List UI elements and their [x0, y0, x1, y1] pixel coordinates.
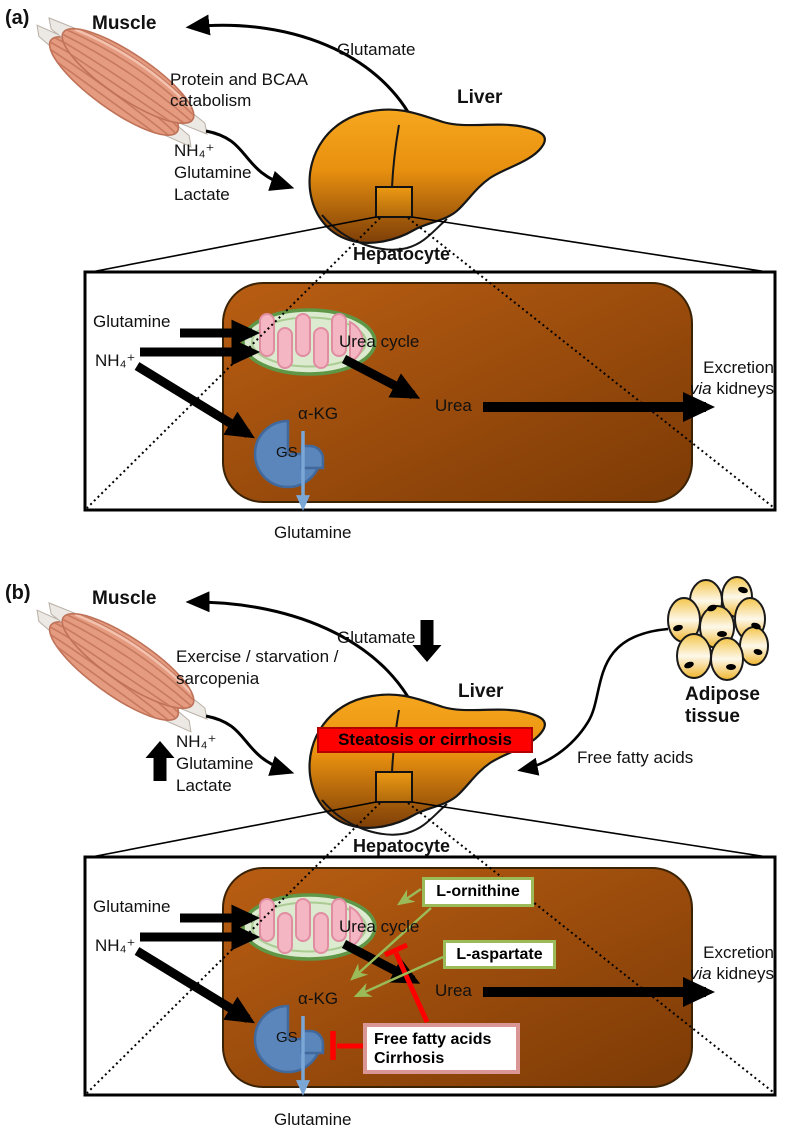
steatosis-banner: Steatosis or cirrhosis [317, 727, 533, 753]
glutamate-label-b: Glutamate [337, 628, 416, 647]
liver-icon-a [308, 108, 546, 251]
liver-icon-b [308, 693, 546, 836]
urea-label-b: Urea [435, 981, 472, 1000]
excretion-label-b: Excretion via kidneys [689, 943, 774, 983]
metabolites-label-b: NH₄⁺ Glutamine Lactate [176, 732, 254, 795]
gs-label-b: GS [276, 1029, 298, 1046]
glutamate-arrow-b [185, 591, 423, 725]
muscle-label-a: Muscle [92, 13, 157, 34]
panel-a-label: (a) [5, 7, 30, 29]
akg-label-b: α-KG [298, 989, 339, 1008]
gs-label-a: GS [276, 444, 298, 461]
muscle-label-b: Muscle [92, 588, 157, 609]
glutamine-out-label-a: Glutamine [274, 523, 352, 542]
cell-nh4-label-b: NH₄⁺ [95, 936, 136, 955]
urea-label-a: Urea [435, 396, 472, 415]
excretion-label-a: Excretion via kidneys [689, 358, 774, 398]
akg-label-a: α-KG [298, 404, 339, 423]
cell-glutamine-label-a: Glutamine [93, 312, 171, 331]
lola-stimulation-arrows [350, 887, 444, 998]
ffa-label: Free fatty acids [577, 748, 694, 767]
hepatocyte-label-b: Hepatocyte [353, 836, 451, 856]
urea-cycle-label-b: Urea cycle [339, 917, 420, 936]
adipose-tissue-icon [667, 576, 769, 681]
panel-a-graphics [22, 3, 777, 512]
glutamine-out-label-b: Glutamine [274, 1110, 352, 1129]
ffa-arrow [517, 627, 669, 776]
metabolite-increase-arrow-icon [145, 741, 175, 781]
muscle-to-liver-arrow-b [205, 714, 295, 776]
ffa-cirrhosis-box: Free fatty acids Cirrhosis [363, 1023, 520, 1074]
metabolites-label-a: NH₄⁺ Glutamine Lactate [174, 141, 252, 204]
glutamate-arrow-a [185, 14, 423, 140]
stress-label: Exercise / starvation / sarcopenia [176, 647, 339, 688]
glutamate-label-a: Glutamate [337, 40, 416, 59]
muscle-to-liver-arrow-a [205, 129, 295, 191]
liver-label-a: Liver [457, 87, 503, 108]
catabolism-label: Protein and BCAA catabolism [170, 70, 308, 110]
cell-nh4-label-a: NH₄⁺ [95, 351, 136, 370]
liver-zoom-square-a [375, 186, 413, 218]
inhibition-bars [330, 942, 430, 1060]
l-aspartate-box: L-aspartate [443, 940, 556, 969]
adipose-label: Adipose tissue [685, 684, 760, 727]
cell-glutamine-label-b: Glutamine [93, 897, 171, 916]
liver-label-b: Liver [458, 681, 504, 702]
panel-b-label: (b) [5, 582, 31, 604]
hepatocyte-label-a: Hepatocyte [353, 244, 451, 264]
liver-zoom-square-b [375, 771, 413, 803]
l-ornithine-box: L-ornithine [422, 877, 534, 907]
glutamate-decrease-arrow-icon [412, 620, 442, 662]
urea-cycle-label-a: Urea cycle [339, 332, 420, 351]
